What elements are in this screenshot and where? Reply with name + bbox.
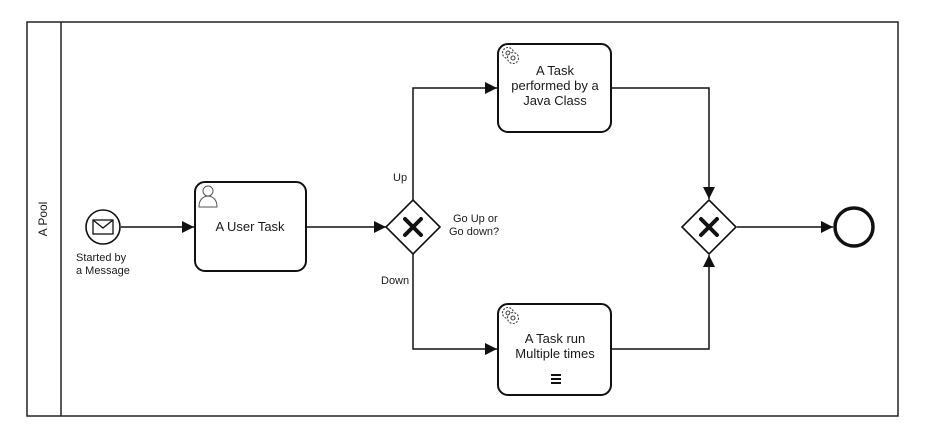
end-circle-icon	[833, 206, 875, 248]
pool-label: A Pool	[36, 202, 50, 237]
flow-multi-to-join[interactable]	[611, 255, 715, 350]
flow-down-label: Down	[381, 275, 409, 287]
flow-down[interactable]	[412, 254, 497, 355]
multi-task-label-line2: Multiple times	[515, 346, 595, 361]
gateway-label-line2: Go down?	[449, 226, 499, 238]
envelope-icon	[92, 219, 114, 235]
parallel-multi-instance-icon	[551, 374, 561, 384]
service-task[interactable]: A Task performed by a Java Class	[497, 43, 612, 133]
flow-up[interactable]	[412, 82, 497, 200]
end-event[interactable]	[833, 206, 875, 248]
multi-task-label-line1: A Task run	[525, 331, 585, 346]
gear-icon	[501, 306, 520, 325]
user-task-label: A User Task	[215, 219, 285, 234]
service-task-label-line3: Java Class	[523, 93, 587, 108]
flow-service-to-join[interactable]	[611, 87, 715, 199]
start-event-label-line2: a Message	[76, 265, 130, 277]
gateway-label-line1: Go Up or	[453, 213, 498, 225]
gear-icon	[501, 46, 520, 65]
split-exclusive-gateway[interactable]: Go Up or Go down?	[384, 198, 499, 256]
user-icon	[198, 185, 218, 208]
flow-up-label: Up	[393, 172, 407, 184]
join-exclusive-gateway[interactable]	[680, 198, 738, 256]
x-marker-icon	[699, 217, 719, 237]
service-task-label-line1: A Task	[536, 63, 575, 78]
sequence-flows	[121, 82, 833, 355]
x-marker-icon	[403, 217, 423, 237]
user-task[interactable]: A User Task	[194, 181, 307, 272]
start-event-label-line1: Started by	[76, 252, 127, 264]
start-message-event[interactable]: Started by a Message	[76, 209, 130, 277]
service-task-label-line2: performed by a	[511, 78, 599, 93]
multi-instance-task[interactable]: A Task run Multiple times	[497, 303, 612, 396]
